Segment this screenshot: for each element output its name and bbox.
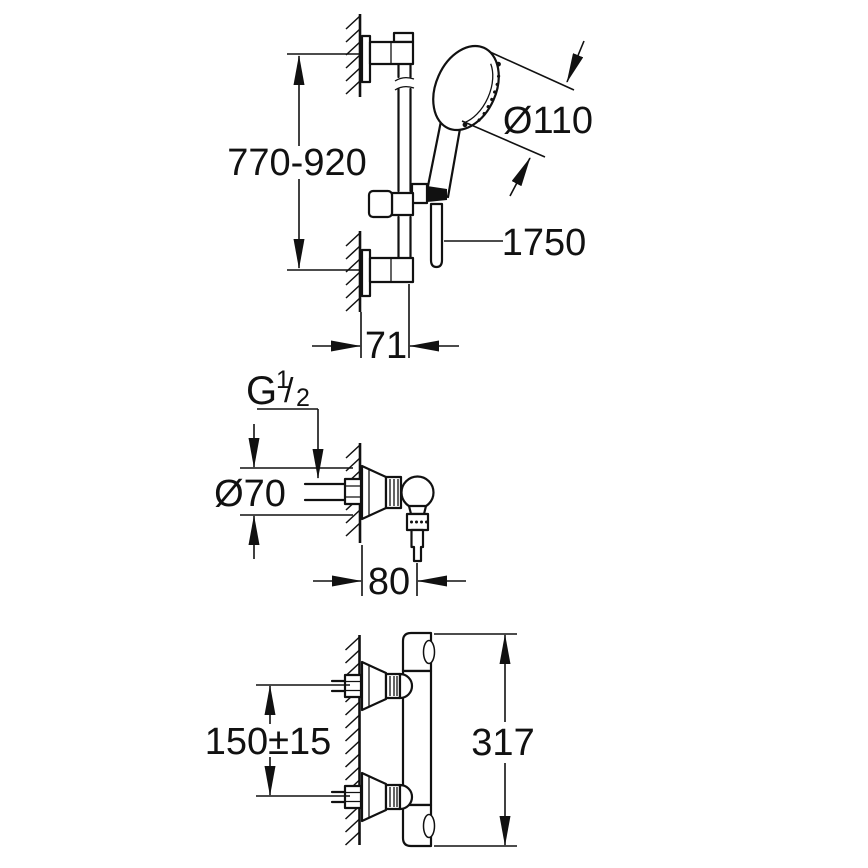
- wall-section-top: [345, 14, 362, 97]
- dimension-body-width: 317: [434, 633, 535, 847]
- shower-rail-set-view: 770-920 Ø110 1750 71: [227, 14, 593, 367]
- thread-numerator: 1: [276, 366, 290, 394]
- dimension-hose-length: 1750: [444, 222, 586, 264]
- wall-union-view: G 1 / 2 Ø70 80: [214, 366, 466, 603]
- dim-wall-distance-label: 71: [365, 325, 407, 367]
- thread-letter: G: [246, 369, 277, 413]
- inlet-connection-bottom: [330, 771, 414, 823]
- back-nut: [343, 477, 363, 506]
- dim-projection-label: 80: [368, 561, 410, 603]
- rail-end-cap: [392, 31, 415, 44]
- hose-outlet: [405, 504, 430, 563]
- slider-holder-knob: [367, 189, 394, 219]
- hand-shower-head: [432, 44, 501, 132]
- dimension-height-range: 770-920: [227, 53, 367, 271]
- dimension-inlet-spacing: 150±15: [205, 684, 350, 797]
- wall-section-mixer: [344, 635, 361, 846]
- dimension-head-diameter: Ø110: [461, 40, 593, 197]
- handle-grip: [427, 186, 447, 202]
- dimension-wall-distance: 71: [312, 284, 459, 367]
- inlet-connection-top: [330, 660, 414, 712]
- wall-section-bottom: [345, 231, 362, 312]
- dim-head-diameter-label: Ø110: [503, 100, 593, 142]
- mixer-knob-top: [422, 639, 436, 665]
- mixer-end-cap-top: [401, 631, 433, 673]
- dim-body-width-label: 317: [471, 722, 534, 764]
- thread-denominator: 2: [296, 384, 310, 412]
- knurled-connector: [384, 475, 403, 510]
- shower-hose: [429, 202, 444, 269]
- shower-rail: [392, 31, 415, 260]
- spray-nozzles: [477, 74, 501, 122]
- dim-height-range-label: 770-920: [227, 142, 366, 184]
- dim-hose-length-label: 1750: [502, 222, 587, 264]
- dimension-escutcheon-diameter: Ø70: [214, 424, 353, 559]
- dim-inlet-spacing-label: 150±15: [205, 721, 332, 763]
- mixer-end-cap-bottom: [401, 803, 433, 848]
- supply-pipe: [303, 482, 347, 502]
- dim-escutcheon-diameter-label: Ø70: [214, 473, 286, 515]
- dimension-projection: 80: [313, 545, 466, 603]
- thermostat-mixer-view: 150±15 317: [205, 631, 535, 848]
- wall-bracket-top: [360, 34, 415, 84]
- thread-size-label: G 1 / 2: [246, 366, 324, 479]
- wall-bracket-bottom: [360, 248, 415, 298]
- mixer-knob-bottom: [422, 813, 436, 839]
- holder-clamp: [410, 182, 429, 205]
- thread-slash: /: [284, 372, 294, 410]
- escutcheon: [360, 464, 388, 521]
- holder-collar: [390, 191, 415, 217]
- union-ball-body: [400, 475, 435, 510]
- mixer-body: [401, 631, 436, 848]
